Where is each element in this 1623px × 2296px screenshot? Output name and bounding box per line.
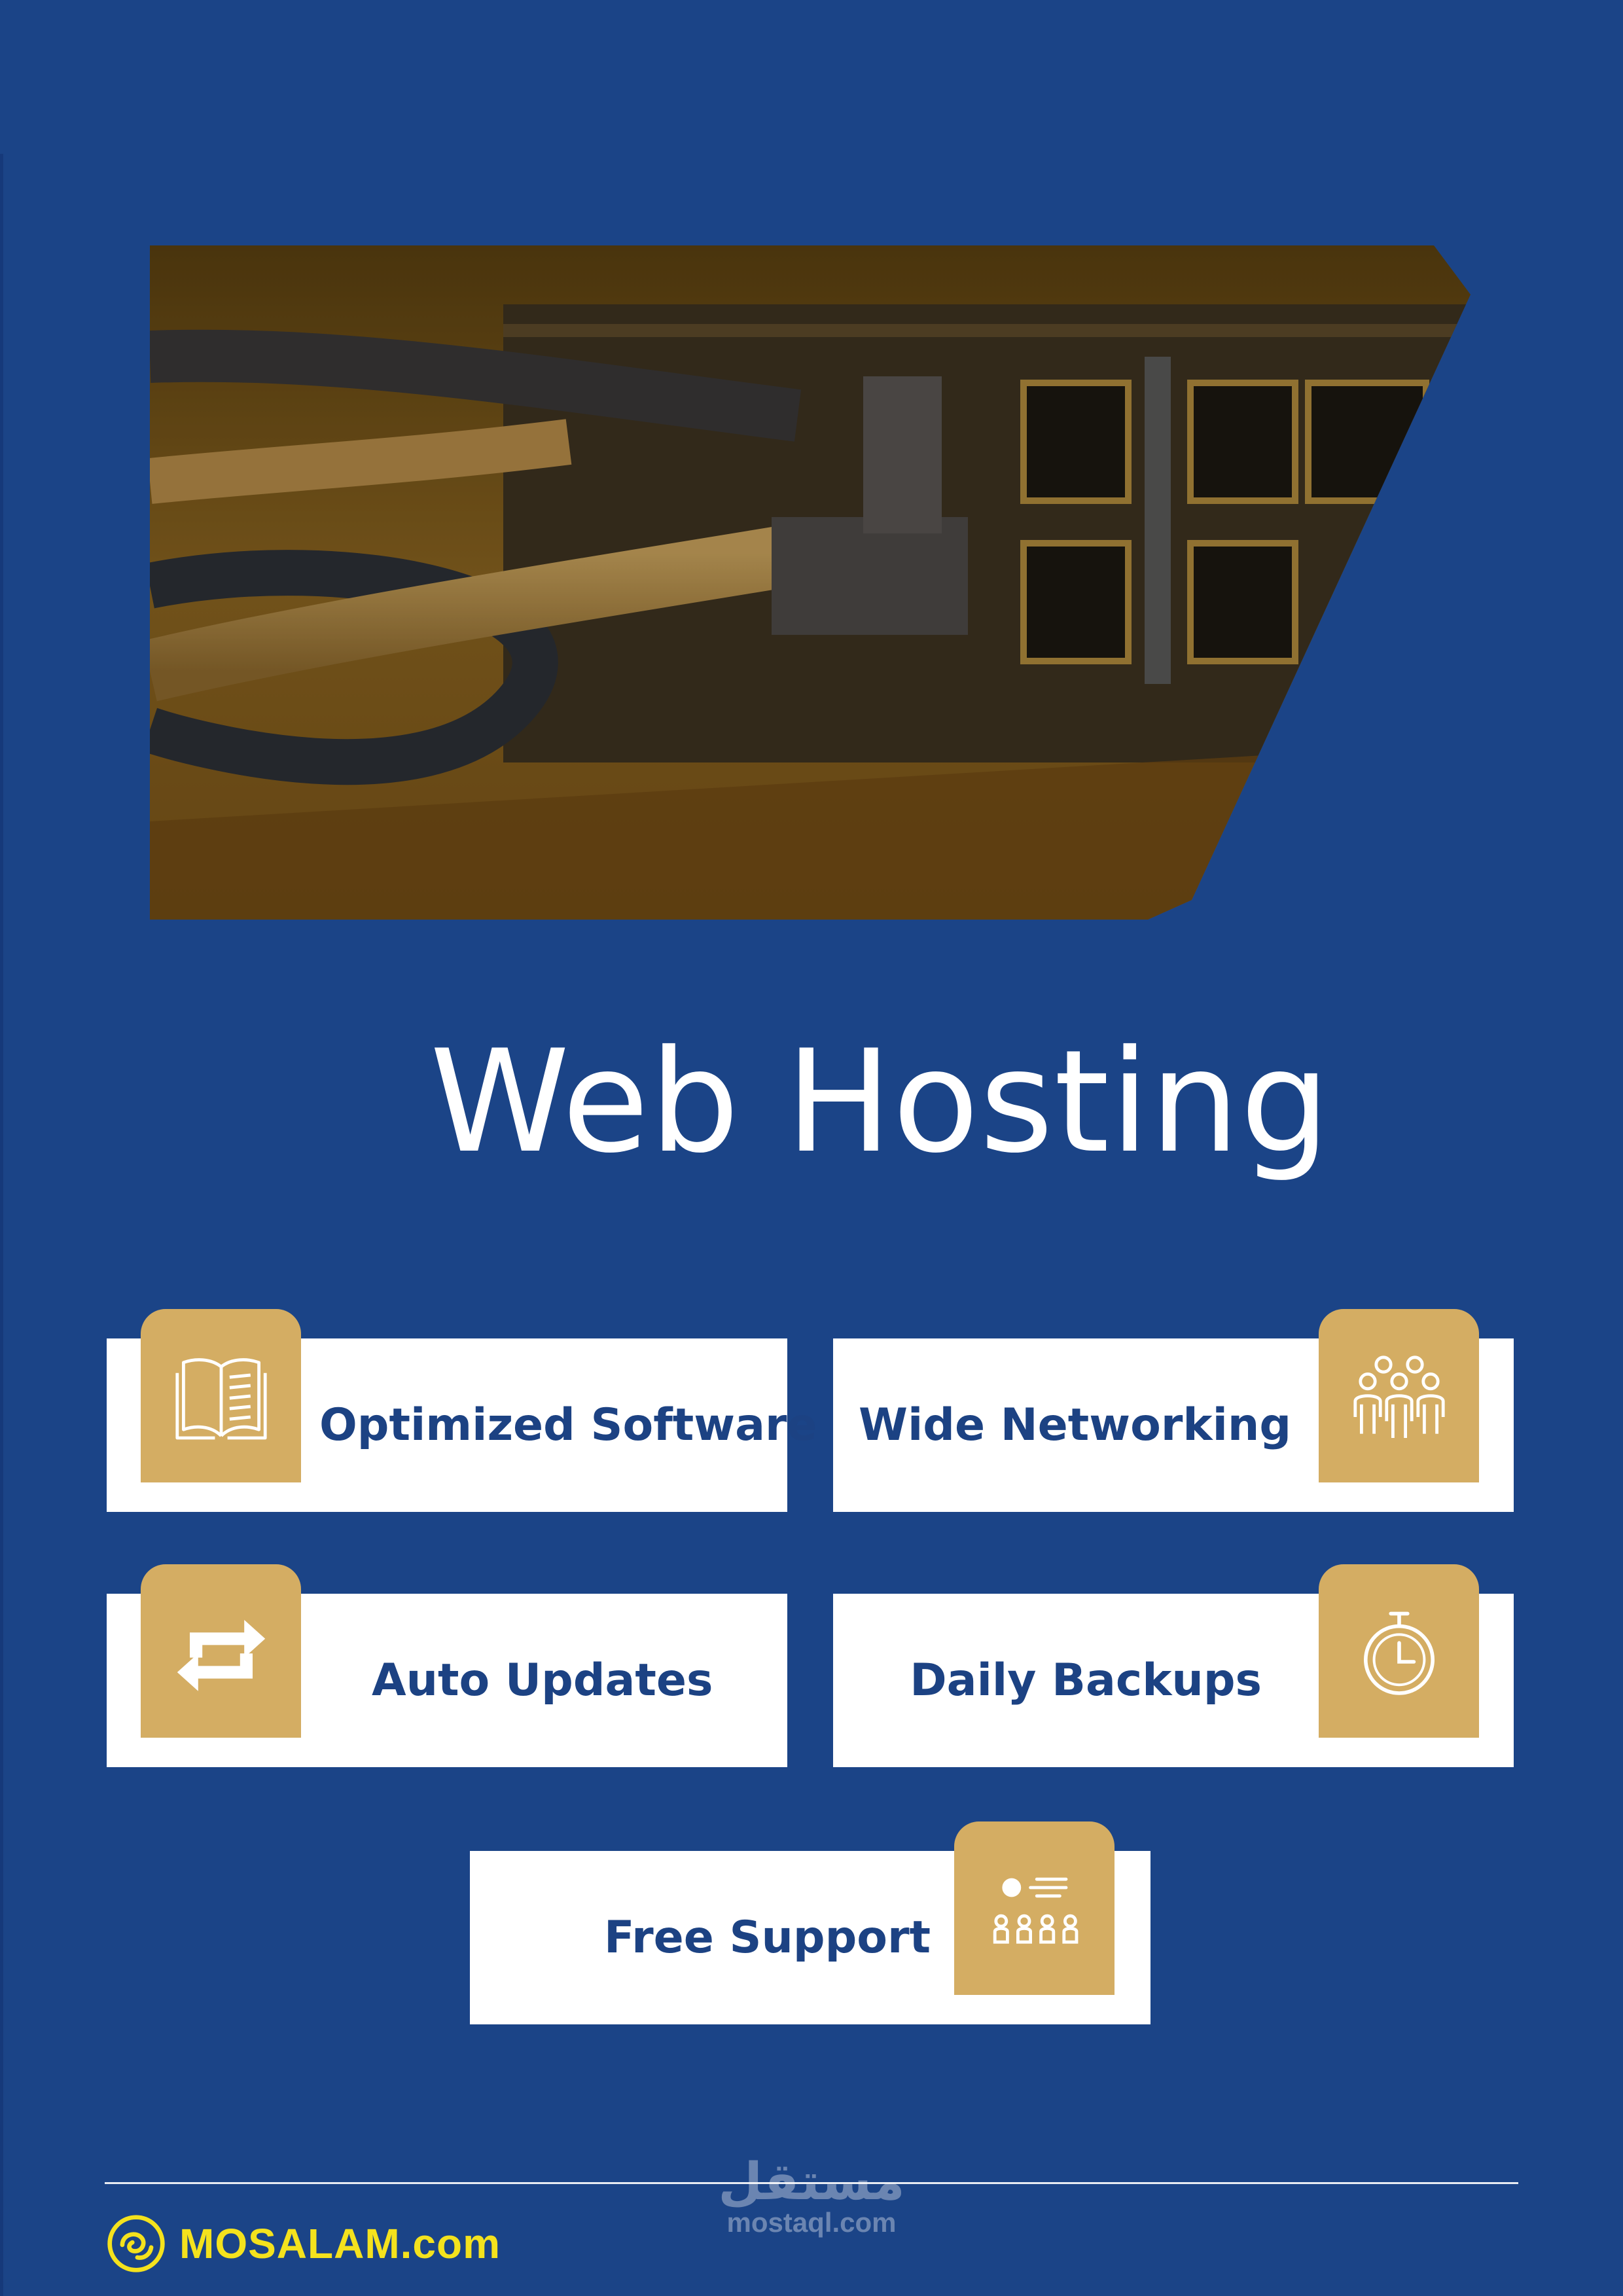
feature-badge <box>141 1309 301 1482</box>
feature-label: Daily Backups <box>910 1655 1262 1706</box>
stopwatch-icon <box>1363 1611 1435 1695</box>
footer-divider <box>105 2182 1518 2184</box>
people-group-icon <box>1353 1355 1445 1438</box>
brand-mark-icon <box>107 2215 165 2272</box>
open-book-icon <box>175 1357 267 1439</box>
brand-logo[interactable]: MOSALAM.com <box>105 2212 501 2275</box>
hero-image <box>150 245 1471 920</box>
feature-label: Optimized Software <box>319 1399 817 1451</box>
feature-card-free-support: Free Support <box>470 1821 1150 2024</box>
swap-arrows-icon <box>177 1619 265 1691</box>
watermark-arabic: مستقل <box>718 2153 905 2212</box>
feature-label: Wide Networking <box>858 1399 1291 1451</box>
feature-label: Free Support <box>604 1912 931 1964</box>
watermark-latin: mostaql.com <box>726 2207 897 2238</box>
support-team-icon <box>993 1877 1078 1944</box>
page-title: Web Hosting <box>429 1020 1331 1184</box>
brand-name: MOSALAM.com <box>179 2220 501 2267</box>
feature-card-auto-updates: Auto Updates <box>107 1564 787 1767</box>
feature-card-daily-backups: Daily Backups <box>833 1564 1514 1767</box>
feature-card-wide-networking: Wide Networking <box>833 1309 1514 1512</box>
feature-badge <box>141 1564 301 1738</box>
feature-card-optimized-software: Optimized Software <box>107 1309 817 1512</box>
feature-badge <box>1319 1309 1479 1482</box>
feature-label: Auto Updates <box>372 1655 713 1706</box>
watermark: مستقل mostaql.com <box>713 2157 910 2238</box>
feature-badge <box>954 1821 1115 1995</box>
feature-badge <box>1319 1564 1479 1738</box>
left-edge-strip <box>0 154 3 2296</box>
